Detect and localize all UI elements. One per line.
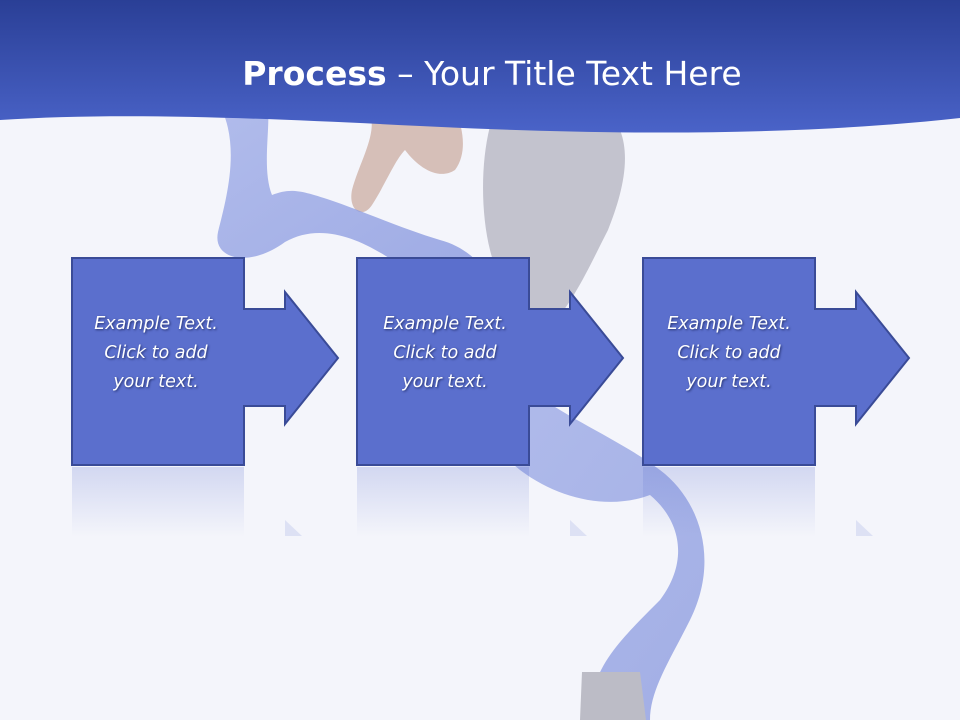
slide-title[interactable]: Process – Your Title Text Here bbox=[0, 52, 960, 96]
step-3-line-3: your text. bbox=[686, 372, 772, 392]
process-step-2-text[interactable]: Example Text. Click to add your text. bbox=[359, 310, 531, 397]
title-bold-part: Process bbox=[242, 54, 387, 93]
process-step-2-shape[interactable] bbox=[356, 257, 625, 537]
step-3-line-2: Click to add bbox=[677, 343, 781, 363]
step-1-line-2: Click to add bbox=[104, 343, 208, 363]
step-2-line-3: your text. bbox=[402, 372, 488, 392]
step-1-line-1: Example Text. bbox=[94, 314, 218, 334]
process-step-1-shape[interactable] bbox=[71, 257, 340, 537]
step-1-line-3: your text. bbox=[113, 372, 199, 392]
step-2-line-1: Example Text. bbox=[383, 314, 507, 334]
step-3-line-1: Example Text. bbox=[667, 314, 791, 334]
process-step-3-shape[interactable] bbox=[642, 257, 911, 537]
title-rest-part: – Your Title Text Here bbox=[386, 54, 742, 93]
process-step-1-text[interactable]: Example Text. Click to add your text. bbox=[70, 310, 242, 397]
process-step-3-text[interactable]: Example Text. Click to add your text. bbox=[643, 310, 815, 397]
header-wave-band bbox=[0, 0, 960, 133]
step-2-line-2: Click to add bbox=[393, 343, 497, 363]
